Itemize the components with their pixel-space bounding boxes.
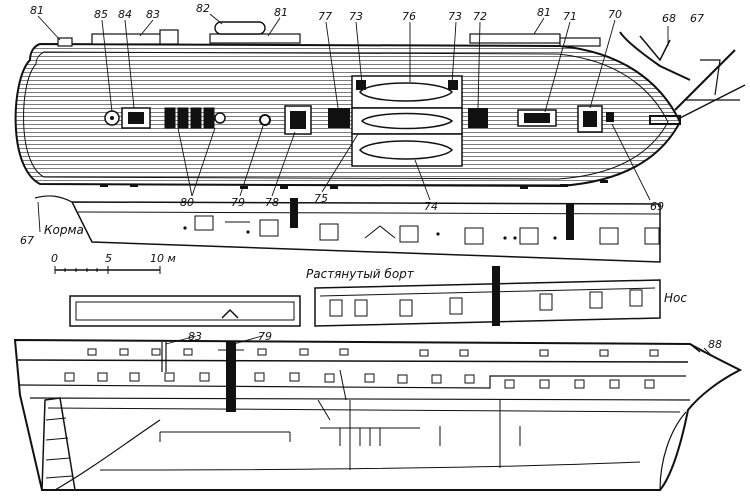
callout-83-top: 83 [146,8,160,21]
callout-88: 88 [708,338,722,351]
leader-lines [37,13,713,357]
callout-82: 82 [196,2,210,15]
callout-79-top: 79 [231,196,245,209]
lower-side-strip [69,266,661,327]
scale-label-0: 0 [51,252,58,265]
callout-77: 77 [318,10,332,23]
callout-73-b: 73 [448,10,462,23]
stern-label: Корма [44,223,84,237]
callout-81-c: 81 [537,6,551,19]
callout-67-top: 67 [690,12,704,25]
callout-74: 74 [424,200,438,213]
callout-81-a: 81 [30,4,44,17]
callout-85: 85 [94,8,108,21]
callout-70: 70 [608,8,622,21]
callout-75: 75 [314,192,328,205]
callout-79-profile: 79 [258,330,272,343]
callout-78: 78 [265,196,279,209]
callout-68: 68 [662,12,676,25]
scale-label-10: 10 м [150,252,176,265]
callout-67-strip: 67 [20,234,34,247]
callout-69: 69 [650,200,664,213]
callout-numbers: 81 85 84 83 82 81 77 73 76 73 72 81 71 7… [20,2,722,351]
callout-80: 80 [180,196,194,209]
unrolled-side-label: Растянутый борт [306,267,415,281]
callout-81-b: 81 [274,6,288,19]
callout-72: 72 [473,10,487,23]
bow-label: Нос [664,291,687,305]
deck-plan [14,21,746,189]
scale-label-5: 5 [105,252,112,265]
callout-71: 71 [563,10,577,23]
hull-profile [13,338,743,491]
callout-83-profile: 83 [188,330,202,343]
callout-84: 84 [118,8,132,21]
upper-side-strip [34,195,661,263]
callout-76: 76 [402,10,416,23]
callout-73-a: 73 [349,10,363,23]
scale-bar [54,266,161,274]
